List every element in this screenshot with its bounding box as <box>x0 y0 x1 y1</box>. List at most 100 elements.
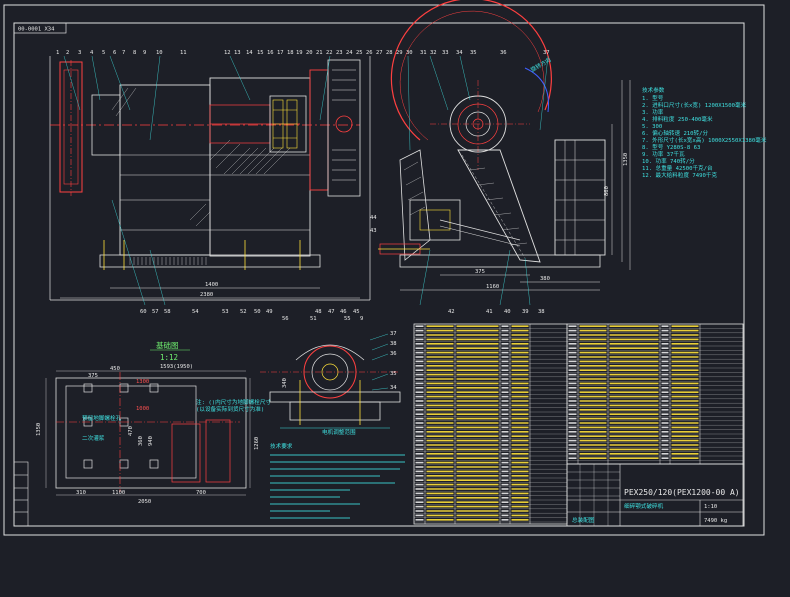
balloon: 14 <box>246 50 253 56</box>
tech-spec-line: 8. 型号 Y280S-8 63 <box>642 143 700 151</box>
foundation-dim: 940 <box>148 436 154 446</box>
tech-requirements-heading: 技术要求 <box>270 442 293 450</box>
balloon: 11 <box>180 50 187 56</box>
side-view: 旋转方向 860 1350 375 1160 380 12 13 14 15 1… <box>222 0 631 315</box>
foundation-dim: 310 <box>76 490 86 496</box>
balloon: 16 <box>267 50 274 56</box>
balloon: 58 <box>164 309 171 315</box>
foundation-dim: 1593(1950) <box>160 364 193 370</box>
balloon: 19 <box>296 50 303 56</box>
balloon: 43 <box>370 228 377 234</box>
balloon: 31 <box>420 50 427 56</box>
dimension-label: 1350 <box>623 153 629 166</box>
tech-spec-line: 1. 型号 <box>642 94 664 102</box>
balloon: 13 <box>234 50 241 56</box>
tech-spec-line: 12. 最大给料粒度 7490千克 <box>642 171 717 179</box>
balloon: 12 <box>224 50 231 56</box>
dimension-label: 2380 <box>200 292 213 298</box>
tech-spec-line: 9. 功率 37千瓦 <box>642 150 685 158</box>
title-block: PEX250/120(PEX1200-00 A) 细碎颚式破碎机 1:10 总装… <box>566 463 744 527</box>
sheet-number: 7490 kg <box>704 518 727 524</box>
tech-spec-line: 6. 偏心轴转速 210转/分 <box>642 129 709 137</box>
balloon: 25 <box>356 50 363 56</box>
svg-text:旋转方向: 旋转方向 <box>529 55 553 73</box>
balloon: 22 <box>326 50 333 56</box>
balloon: 49 <box>266 309 273 315</box>
balloon: 30 <box>406 50 413 56</box>
svg-text:电机调整范围: 电机调整范围 <box>322 428 356 436</box>
balloon: 40 <box>504 309 511 315</box>
dimension-label: 375 <box>475 269 485 275</box>
svg-text:预留地脚螺栓孔: 预留地脚螺栓孔 <box>82 414 122 422</box>
balloon: 8 <box>133 50 136 56</box>
side-view-balloons-top: 12 13 14 15 16 17 18 19 20 21 22 23 24 2… <box>224 50 550 56</box>
foundation-dim: 470 <box>128 426 134 436</box>
inner-frame <box>13 22 745 527</box>
foundation-dim: 1350 <box>36 423 42 436</box>
balloon: 50 <box>254 309 261 315</box>
foundation-dim: 1100 <box>112 490 125 496</box>
foundation-dim: 2050 <box>138 499 151 505</box>
balloon: 37 <box>390 331 397 337</box>
dimension-label: 860 <box>604 186 610 196</box>
dimension-label: 340 <box>282 378 288 388</box>
balloon: 23 <box>336 50 343 56</box>
balloon: 51 <box>310 316 317 322</box>
tech-spec-line: 5. 300 <box>642 124 662 130</box>
balloon: 35 <box>390 371 397 377</box>
tech-spec-line: 7. 外形尺寸(长x宽x高) 1000X2550X1380毫米 <box>642 136 767 144</box>
tech-specs: 技术参数 1. 型号 2. 进料口尺寸(长x宽) 1200X1500毫米 3. … <box>642 86 767 179</box>
foundation-title: 基础图 <box>156 340 179 350</box>
balloon: 7 <box>122 50 125 56</box>
balloon: 27 <box>376 50 383 56</box>
corner-code: 00-0001 X34 <box>18 27 55 33</box>
balloon: 20 <box>306 50 313 56</box>
foundation-plan: 基础图 1:12 预留地脚螺栓孔 二次灌浆 注: ()内尺寸为地脚螺栓尺寸 (以… <box>36 340 271 505</box>
balloon: 37 <box>543 50 550 56</box>
balloon: 57 <box>152 309 159 315</box>
balloon: 53 <box>222 309 229 315</box>
svg-text:二次灌浆: 二次灌浆 <box>82 434 105 442</box>
balloon: 21 <box>316 50 323 56</box>
tech-spec-line: 2. 进料口尺寸(长x宽) 1200X1500毫米 <box>642 101 747 109</box>
foundation-dim: 1260 <box>254 437 260 450</box>
tech-specs-heading: 技术参数 <box>642 86 665 94</box>
foundation-scale: 1:12 <box>160 353 178 362</box>
left-margin-blocks <box>13 461 29 527</box>
balloon: 34 <box>390 385 397 391</box>
parts-list-table <box>413 323 744 525</box>
foundation-dim: 1300 <box>136 379 149 385</box>
tech-requirements: 技术要求 <box>270 442 405 519</box>
motor-section: 电机调整范围 340 37 38 36 35 34 56 51 55 9 <box>260 316 401 436</box>
balloon: 60 <box>140 309 147 315</box>
drawing-name: 细碎颚式破碎机 <box>624 502 664 510</box>
balloon: 24 <box>346 50 353 56</box>
outer-frame <box>3 4 765 536</box>
balloon: 28 <box>386 50 393 56</box>
balloon: 32 <box>430 50 437 56</box>
balloon: 46 <box>340 309 347 315</box>
balloon: 33 <box>442 50 449 56</box>
balloon: 47 <box>328 309 335 315</box>
balloon: 36 <box>390 351 397 357</box>
balloon: 48 <box>315 309 322 315</box>
corner-code-box: 00-0001 X34 <box>13 22 67 34</box>
front-view: 1 2 3 4 5 6 7 8 9 10 11 60 57 58 54 1400… <box>49 50 371 315</box>
front-view-balloons-bottom: 60 57 58 54 <box>140 309 199 315</box>
balloon: 38 <box>538 309 545 315</box>
balloon: 2 <box>66 50 69 56</box>
balloon: 9 <box>143 50 146 56</box>
balloon: 3 <box>78 50 81 56</box>
balloon: 55 <box>344 316 351 322</box>
side-view-balloons-bottom: 53 52 50 49 48 47 46 45 42 41 40 39 38 <box>222 309 545 315</box>
balloon: 42 <box>448 309 455 315</box>
dimension-label: 1400 <box>205 282 218 288</box>
balloon: 18 <box>287 50 294 56</box>
balloon: 41 <box>486 309 493 315</box>
balloon: 56 <box>282 316 289 322</box>
foundation-dim: 375 <box>88 373 98 379</box>
foundation-dim: 450 <box>110 366 120 372</box>
company-name: 总装配图 <box>572 516 595 524</box>
balloon: 52 <box>240 309 247 315</box>
